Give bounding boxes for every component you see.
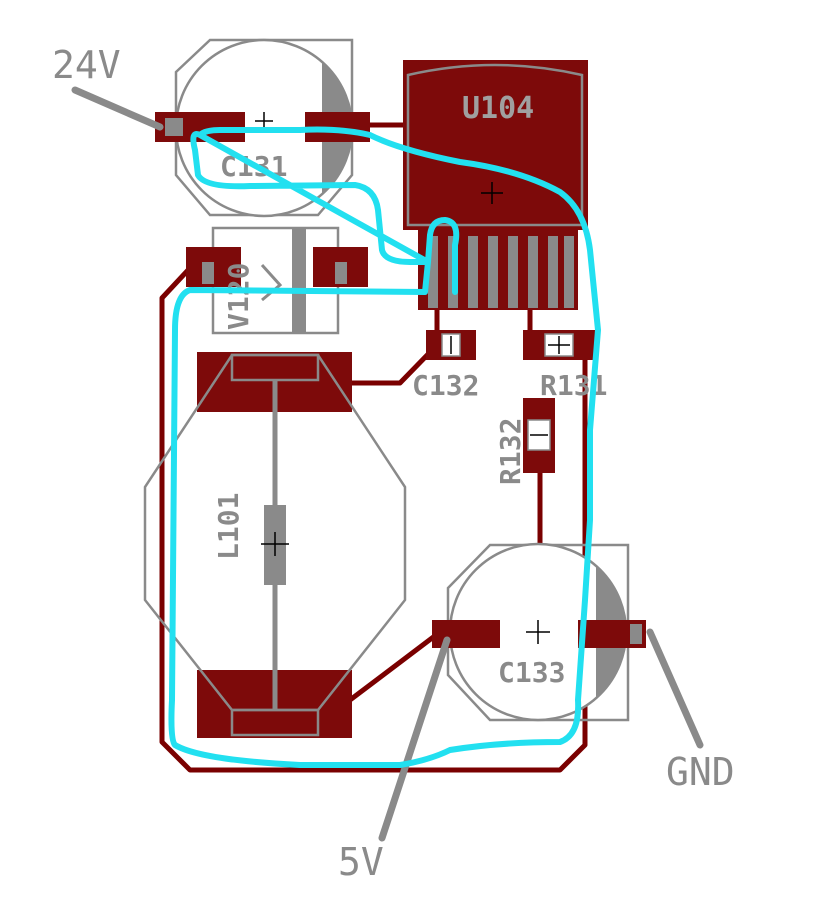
resistor-r132[interactable]: R132 (494, 398, 555, 485)
u104-pins (418, 230, 578, 310)
c132-label: C132 (412, 369, 479, 402)
net-gnd-label: GND (666, 750, 735, 794)
v120-label: V120 (222, 263, 255, 330)
capacitor-c132[interactable]: C132 (412, 330, 479, 402)
regulator-u104[interactable]: U104 (403, 60, 588, 310)
annotation-loop (168, 126, 601, 768)
resistor-r131[interactable]: R131 (523, 330, 607, 402)
trace-c132-l101 (347, 342, 440, 386)
ground-trace (159, 265, 593, 773)
r132-label: R132 (494, 418, 527, 485)
capacitor-c133[interactable]: C133 (432, 542, 646, 722)
net-labels: 24V 5V GND (52, 43, 735, 884)
c133-label: C133 (498, 656, 565, 689)
current-loop-annotation (168, 126, 601, 768)
copper-traces (159, 122, 593, 773)
inductor-l101[interactable]: L101 (143, 352, 407, 738)
net-24v-label: 24V (52, 43, 121, 87)
diode-v120[interactable]: V120 (186, 226, 368, 335)
net-5v-label: 5V (338, 840, 384, 884)
trace-l101-c133 (347, 629, 443, 703)
l101-label: L101 (212, 493, 245, 560)
u104-label: U104 (462, 91, 534, 126)
